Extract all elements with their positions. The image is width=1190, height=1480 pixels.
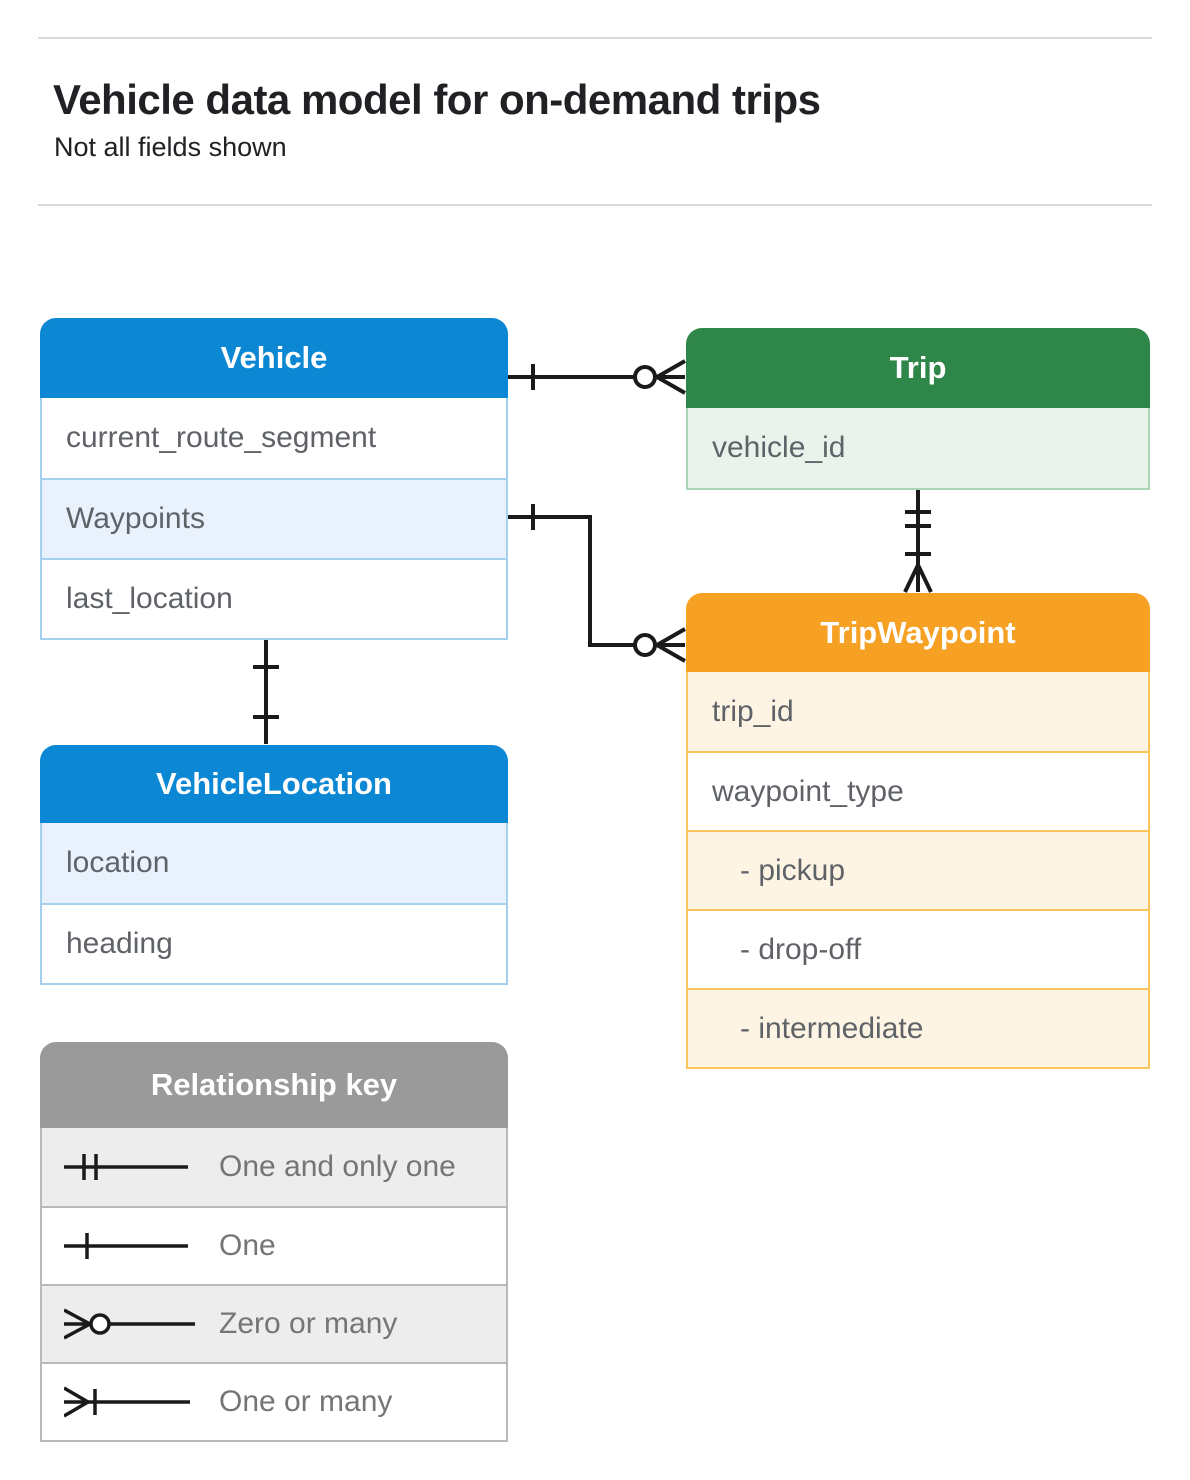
tripwaypoint-row-intermediate: - intermediate [688,988,1148,1067]
tripwaypoint-row-trip-id: trip_id [688,672,1148,751]
tripwaypoint-row-pickup: - pickup [688,830,1148,909]
vehiclelocation-table-title: VehicleLocation [40,745,508,823]
tripwaypoint-table-title: TripWaypoint [686,593,1150,672]
key-label: One and only one [219,1150,456,1183]
one-symbol [64,1233,188,1259]
trip-row-vehicle-id: vehicle_id [688,408,1148,488]
vehicle-table: Vehicle current_route_segment Waypoints … [40,318,508,640]
relationship-key: Relationship key One and only one One Ze… [40,1042,508,1442]
vehicle-table-body: current_route_segment Waypoints last_loc… [40,398,508,640]
tripwaypoint-row-waypoint-type: waypoint_type [688,751,1148,830]
connector-waypoints-tripwaypoint [508,504,686,663]
vehiclelocation-table-body: location heading [40,823,508,985]
vehicle-row-last-location: last_location [42,558,506,638]
tripwaypoint-table: TripWaypoint trip_id waypoint_type - pic… [686,593,1150,1069]
page-title: Vehicle data model for on-demand trips [53,76,821,123]
vehicle-row-waypoints: Waypoints [42,478,506,558]
trip-table-body: vehicle_id [686,408,1150,490]
key-label: Zero or many [219,1307,398,1340]
header-divider [38,204,1152,206]
zero-or-many-symbol [64,1308,195,1340]
connector-trip-tripwaypoint [903,488,933,593]
top-divider [38,37,1152,39]
vehicle-row-current-route-segment: current_route_segment [66,421,377,454]
trip-table-title: Trip [686,328,1150,408]
key-row-one: One [42,1206,506,1284]
key-row-zero-or-many: Zero or many [42,1284,506,1362]
relationship-key-body: One and only one One Zero or many One or… [40,1128,508,1442]
key-label: One [219,1229,276,1262]
vehicle-table-title: Vehicle [40,318,508,398]
key-label: One or many [219,1385,393,1418]
relationship-key-title: Relationship key [40,1042,508,1128]
connector-vehicle-vehiclelocation [253,637,279,744]
tripwaypoint-row-drop-off: - drop-off [688,909,1148,988]
vehiclelocation-table: VehicleLocation location heading [40,745,508,985]
connector-vehicle-trip [508,359,686,395]
vehiclelocation-row-location: location [42,823,506,903]
one-and-only-one-symbol [64,1154,188,1180]
one-or-many-symbol [64,1386,190,1418]
key-row-one-or-many: One or many [42,1362,506,1440]
tripwaypoint-table-body: trip_id waypoint_type - pickup - drop-of… [686,672,1150,1069]
key-row-one-and-only-one: One and only one [42,1128,506,1206]
trip-table: Trip vehicle_id [686,328,1150,490]
page-subtitle: Not all fields shown [54,132,287,162]
vehiclelocation-row-heading: heading [42,903,506,983]
